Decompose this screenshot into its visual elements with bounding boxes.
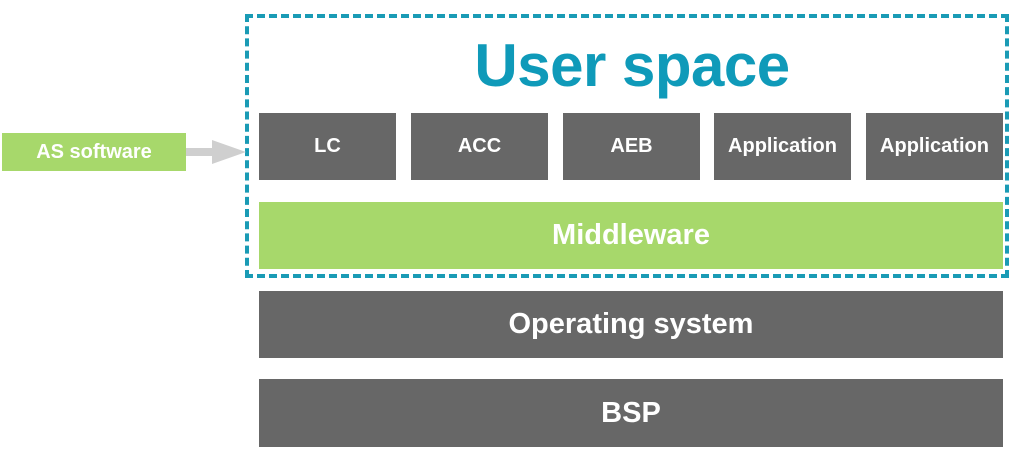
app-block-lc: LC xyxy=(259,113,396,180)
arrow-right-icon xyxy=(186,140,246,164)
app-block-acc: ACC xyxy=(411,113,548,180)
as-software-label: AS software xyxy=(2,133,186,171)
app-block-application-1: Application xyxy=(714,113,851,180)
middleware-block: Middleware xyxy=(259,202,1003,269)
operating-system-block: Operating system xyxy=(259,291,1003,358)
bsp-block: BSP xyxy=(259,379,1003,447)
app-block-aeb: AEB xyxy=(563,113,700,180)
user-space-boundary xyxy=(245,14,1009,278)
user-space-title: User space xyxy=(474,32,790,99)
app-block-application-2: Application xyxy=(866,113,1003,180)
